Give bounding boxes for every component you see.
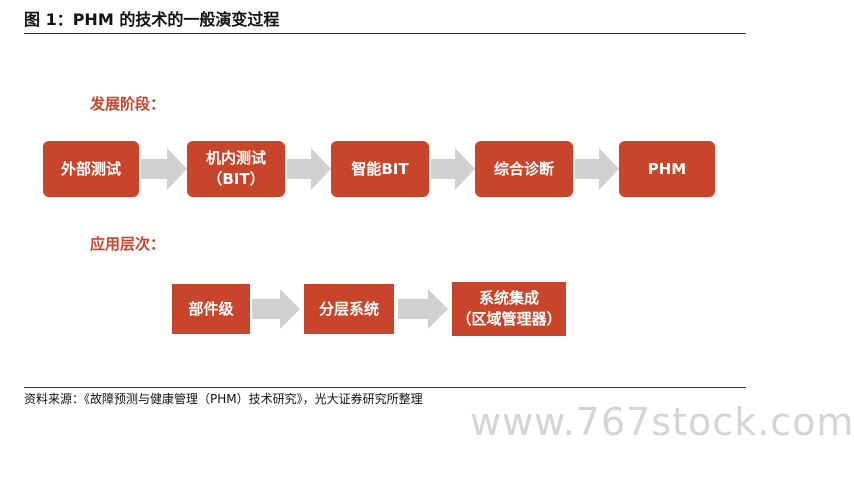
level-component: 部件级 <box>172 284 250 334</box>
top-rule <box>24 33 746 34</box>
arrow-right-icon <box>575 148 619 190</box>
application-level-label: 应用层次： <box>90 235 166 253</box>
stage-external-test: 外部测试 <box>43 141 139 197</box>
stage-smart-bit: 智能BIT <box>331 141 429 197</box>
arrow-right-icon <box>141 148 187 190</box>
stage-smart-bit-line1: 智能BIT <box>351 159 409 178</box>
stage-external-test-line1: 外部测试 <box>60 159 121 178</box>
development-stage-label: 发展阶段： <box>90 95 166 113</box>
watermark: www.767stock.com <box>470 400 854 444</box>
arrow-right-icon <box>398 289 448 329</box>
stage-built-in-test-line2: （BIT） <box>207 170 265 188</box>
figure-title: 图 1：PHM 的技术的一般演变过程 <box>24 10 280 29</box>
level-system-integration-line2: （区域管理器） <box>456 310 562 328</box>
level-system-integration-line1: 系统集成 <box>478 289 539 307</box>
arrow-right-icon <box>431 148 475 190</box>
level-hierarchical-system: 分层系统 <box>304 284 394 334</box>
bottom-rule <box>24 387 746 388</box>
stage-built-in-test: 机内测试 （BIT） <box>187 141 285 197</box>
arrow-right-icon <box>287 148 331 190</box>
stage-built-in-test-line1: 机内测试 <box>205 149 266 167</box>
source-note: 资料来源：《故障预测与健康管理（PHM）技术研究》，光大证券研究所整理 <box>24 392 423 406</box>
stage-phm: PHM <box>619 141 715 197</box>
level-component-line1: 部件级 <box>188 299 234 318</box>
stage-phm-line1: PHM <box>647 159 687 178</box>
stage-integrated-diagnosis-line1: 综合诊断 <box>493 159 554 178</box>
level-hierarchical-system-line1: 分层系统 <box>318 299 379 318</box>
arrow-right-icon <box>252 289 300 329</box>
stage-integrated-diagnosis: 综合诊断 <box>475 141 573 197</box>
level-system-integration: 系统集成 （区域管理器） <box>452 282 566 336</box>
